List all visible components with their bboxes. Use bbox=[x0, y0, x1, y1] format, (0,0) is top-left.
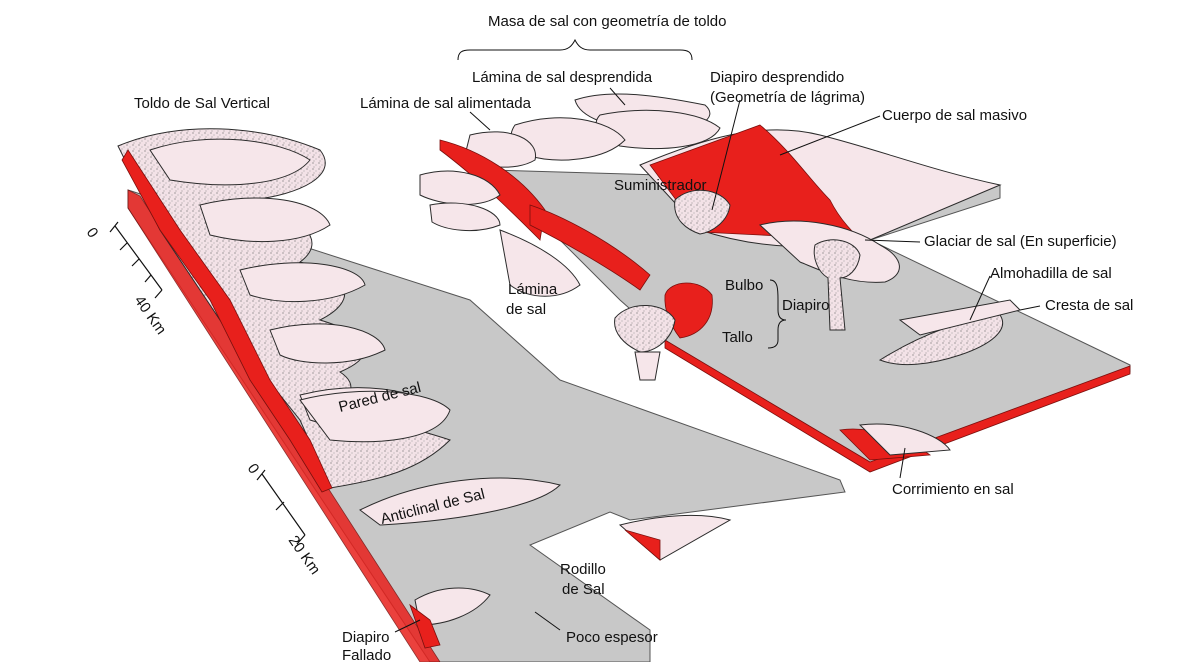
label-glacier: Glaciar de sal (En superficie) bbox=[924, 233, 1117, 250]
scale-lower-zero: 0 bbox=[244, 461, 263, 478]
scale-upper-zero: 0 bbox=[83, 225, 102, 242]
label-thrust: Corrimiento en sal bbox=[892, 481, 1014, 498]
scale-upper-end: 40 Km bbox=[131, 293, 170, 338]
label-faulted-2: Fallado bbox=[342, 647, 391, 662]
salt-roller bbox=[620, 515, 730, 560]
label-vertical-canopy: Toldo de Sal Vertical bbox=[134, 95, 270, 112]
label-detached-diapir-2: (Geometría de lágrima) bbox=[710, 89, 865, 106]
label-pillow: Almohadilla de sal bbox=[990, 265, 1112, 282]
label-bulb: Bulbo bbox=[725, 277, 763, 294]
scale-lower-end: 20 Km bbox=[285, 533, 324, 578]
label-detached-diapir-1: Diapiro desprendido bbox=[710, 69, 844, 86]
label-sheet-1: Lámina bbox=[508, 281, 558, 298]
label-thin: Poco espesor bbox=[566, 629, 658, 646]
canopy-group-brace bbox=[458, 40, 692, 60]
label-roller-2: de Sal bbox=[562, 581, 605, 598]
label-roller-1: Rodillo bbox=[560, 561, 606, 578]
label-ridge: Cresta de sal bbox=[1045, 297, 1133, 314]
label-massive-body: Cuerpo de sal masivo bbox=[882, 107, 1027, 124]
label-faulted-1: Diapiro bbox=[342, 629, 390, 646]
label-stem: Tallo bbox=[722, 329, 753, 346]
label-canopy-group: Masa de sal con geometría de toldo bbox=[488, 13, 726, 30]
label-sheet-2: de sal bbox=[506, 301, 546, 318]
label-diapir: Diapiro bbox=[782, 297, 830, 314]
label-feeder: Suministrador bbox=[614, 177, 707, 194]
label-fed-sheet: Lámina de sal alimentada bbox=[360, 95, 532, 112]
label-detached-sheet: Lámina de sal desprendida bbox=[472, 69, 653, 86]
